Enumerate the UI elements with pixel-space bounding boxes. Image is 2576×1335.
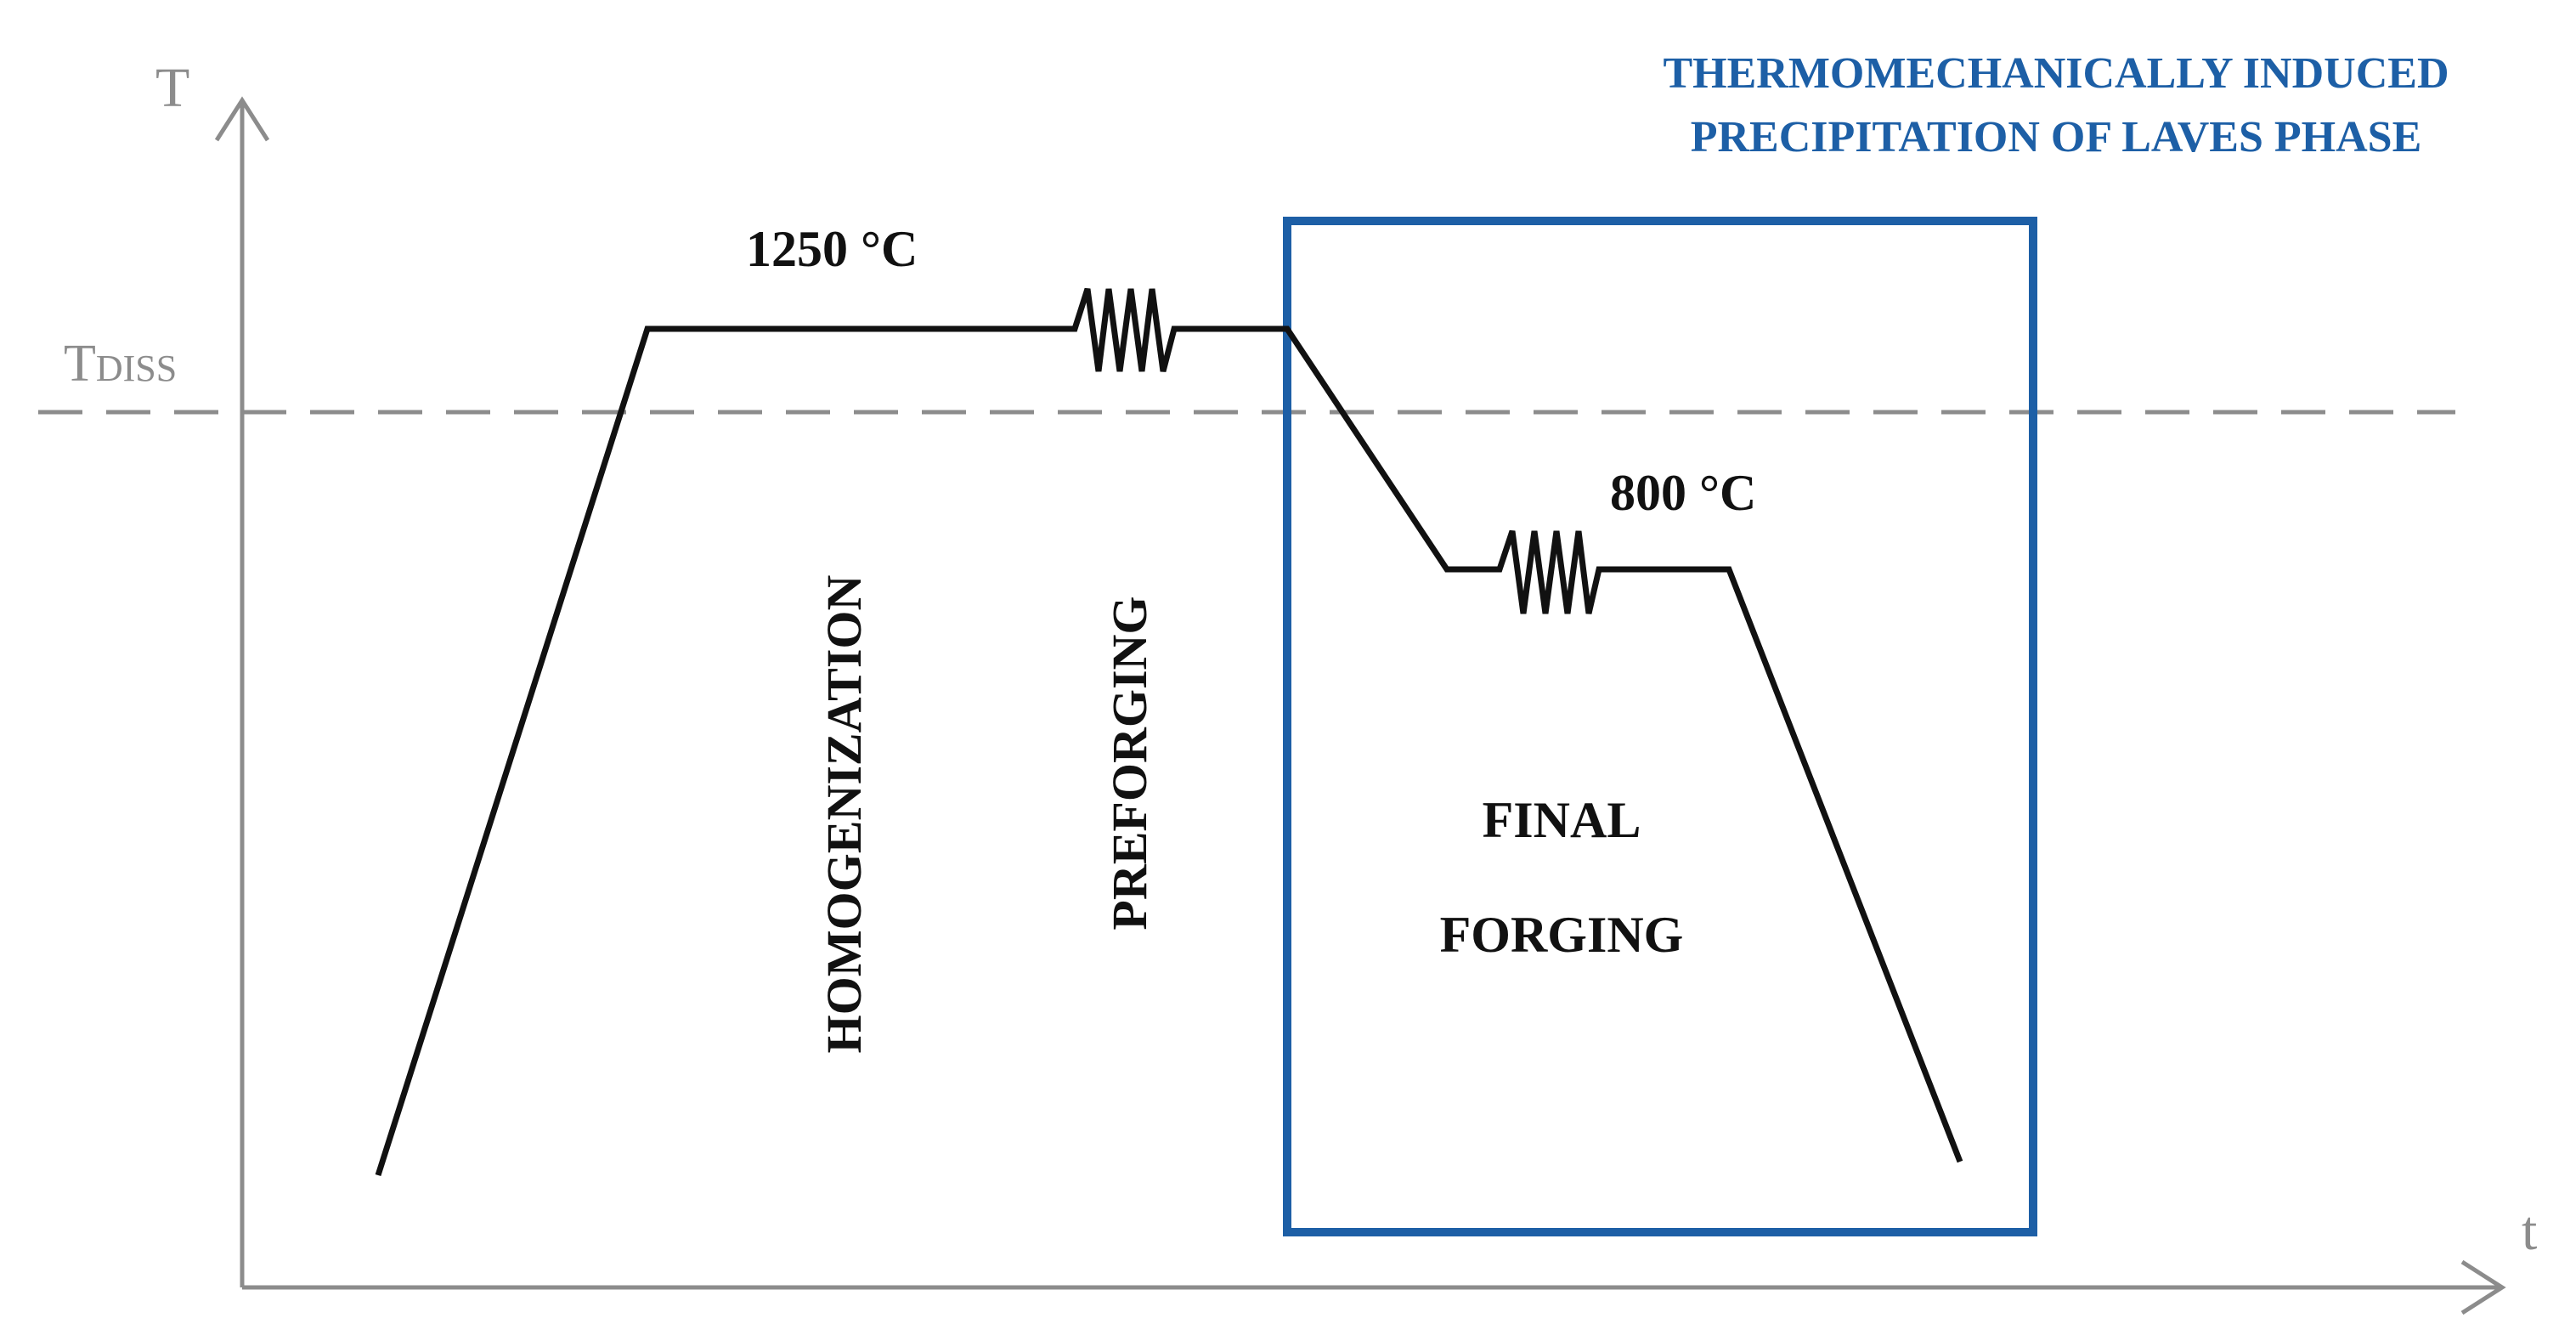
highlight-title-line1: THERMOMECHANICALLY INDUCED — [1663, 49, 2449, 98]
homogenization-label: HOMOGENIZATION — [816, 574, 872, 1053]
threshold-label-sub: DISS — [96, 348, 177, 389]
x-axis-arrowhead — [2460, 1259, 2506, 1315]
threshold-label: TDISS — [64, 335, 177, 393]
preforging-label: PREFORGING — [1102, 596, 1157, 930]
axes — [214, 96, 2506, 1315]
final-forging-label-line2: FORGING — [1440, 907, 1684, 963]
temperature-800-label: 800 °C — [1610, 465, 1756, 521]
y-axis-label: T — [155, 57, 189, 119]
x-axis-label: t — [2522, 1200, 2537, 1262]
process-curve — [375, 287, 1963, 1177]
final-forging-highlight-box — [1283, 217, 2037, 1236]
final-forging-label-line1: FINAL — [1483, 792, 1641, 848]
y-axis-arrowhead — [214, 96, 270, 142]
temperature-1250-label: 1250 °C — [746, 221, 918, 277]
threshold-label-main: T — [64, 335, 96, 393]
highlight-title-line2: PRECIPITATION OF LAVES PHASE — [1691, 113, 2422, 161]
